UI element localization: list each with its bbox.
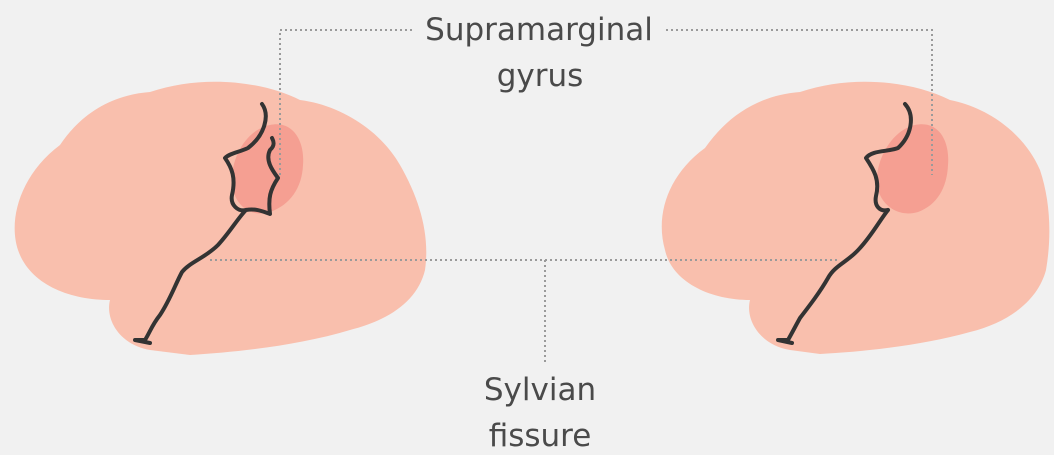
sylvian-label-line1: Sylvian [470, 372, 610, 408]
left-brain-shape [15, 82, 427, 355]
right-brain [662, 82, 1050, 354]
right-brain-shape [662, 82, 1050, 354]
supramarginal-label-line1: Supramarginal [412, 12, 666, 48]
sylvian-label-line2: fissure [470, 418, 610, 454]
left-brain [15, 82, 427, 355]
supramarginal-label-line2: gyrus [470, 58, 610, 94]
